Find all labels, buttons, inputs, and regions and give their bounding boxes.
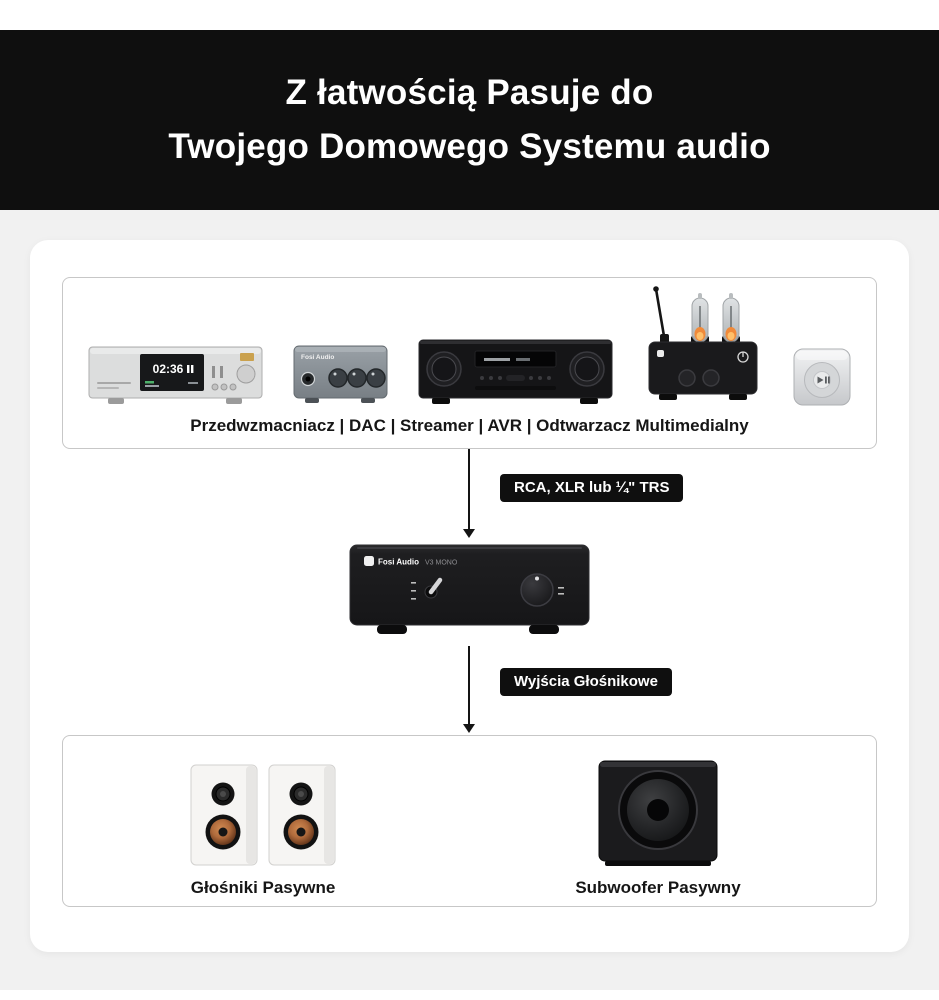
vacuum-tube-icon [691, 293, 709, 344]
connector-line-output [468, 646, 470, 724]
amplifier-brand: Fosi Audio [378, 558, 419, 567]
arrow-down-icon [463, 724, 475, 733]
avr-knob-left [426, 351, 462, 387]
vacuum-tube-icon [722, 293, 740, 344]
mini-dac-brand: Fosi Audio [301, 354, 334, 361]
outputs-box: Głośniki Pasywne [62, 735, 877, 907]
speakers-label: Głośniki Pasywne [190, 878, 336, 897]
bluetooth-antenna-icon [653, 286, 669, 344]
mini-dac-image: Fosi Audio [293, 342, 388, 406]
avr-knob-right [569, 351, 605, 387]
diagram-card: 02:36 [30, 240, 909, 952]
preamp-display: 02:36 [140, 354, 204, 391]
power-button-icon [737, 351, 749, 363]
output-connection-badge: Wyjścia Głośnikowe [500, 668, 672, 697]
subwoofer-label: Subwoofer Pasywny [575, 878, 741, 897]
input-connection-badge: RCA, XLR lub ¼" TRS [500, 474, 684, 503]
dac-knob [328, 368, 348, 388]
connector-line-input [468, 449, 470, 529]
arrow-down-icon [463, 529, 475, 538]
passive-speakers-group: Głośniki Pasywne [188, 763, 338, 898]
avr-display [474, 350, 557, 368]
page-title: Z łatwością Pasuje do Twojego Domowego S… [168, 66, 770, 175]
tube-amplifier-image [643, 284, 763, 406]
sources-box: 02:36 [62, 277, 877, 449]
sources-caption: Przedwzmacniacz | DAC | Streamer | AVR |… [190, 416, 749, 435]
pause-icon [187, 365, 190, 373]
avr-receiver-image [418, 336, 613, 406]
header-banner: Z łatwością Pasuje do Twojego Domowego S… [0, 30, 939, 210]
power-toggle-switch [411, 577, 443, 600]
brand-logo-icon [657, 350, 664, 357]
preamp-streamer-image: 02:36 [88, 344, 263, 406]
content-panel: 02:36 [0, 210, 939, 990]
source-devices-row: 02:36 [88, 284, 851, 406]
tube-amp-knob [678, 369, 696, 387]
play-pause-icon [817, 376, 830, 384]
amplifier-image: Fosi Audio V3 MONO [347, 540, 592, 637]
bookshelf-speaker-icon [190, 764, 258, 866]
amplifier-model: V3 MONO [425, 560, 458, 567]
title-line-2: Twojego Domowego Systemu audio [168, 127, 771, 166]
preamp-display-time: 02:36 [153, 362, 184, 376]
passive-subwoofer-group: Subwoofer Pasywny [573, 755, 743, 898]
passive-speakers-image [190, 763, 336, 867]
bookshelf-speaker-icon [268, 764, 336, 866]
portable-player-image [793, 348, 851, 406]
usb-port-icon [240, 353, 254, 361]
passive-subwoofer-image [597, 755, 719, 867]
title-line-1: Z łatwością Pasuje do [285, 72, 654, 112]
volume-knob [520, 573, 564, 607]
fosi-logo-icon [364, 556, 374, 566]
subwoofer-icon [598, 760, 718, 866]
preamp-knob [236, 364, 256, 384]
